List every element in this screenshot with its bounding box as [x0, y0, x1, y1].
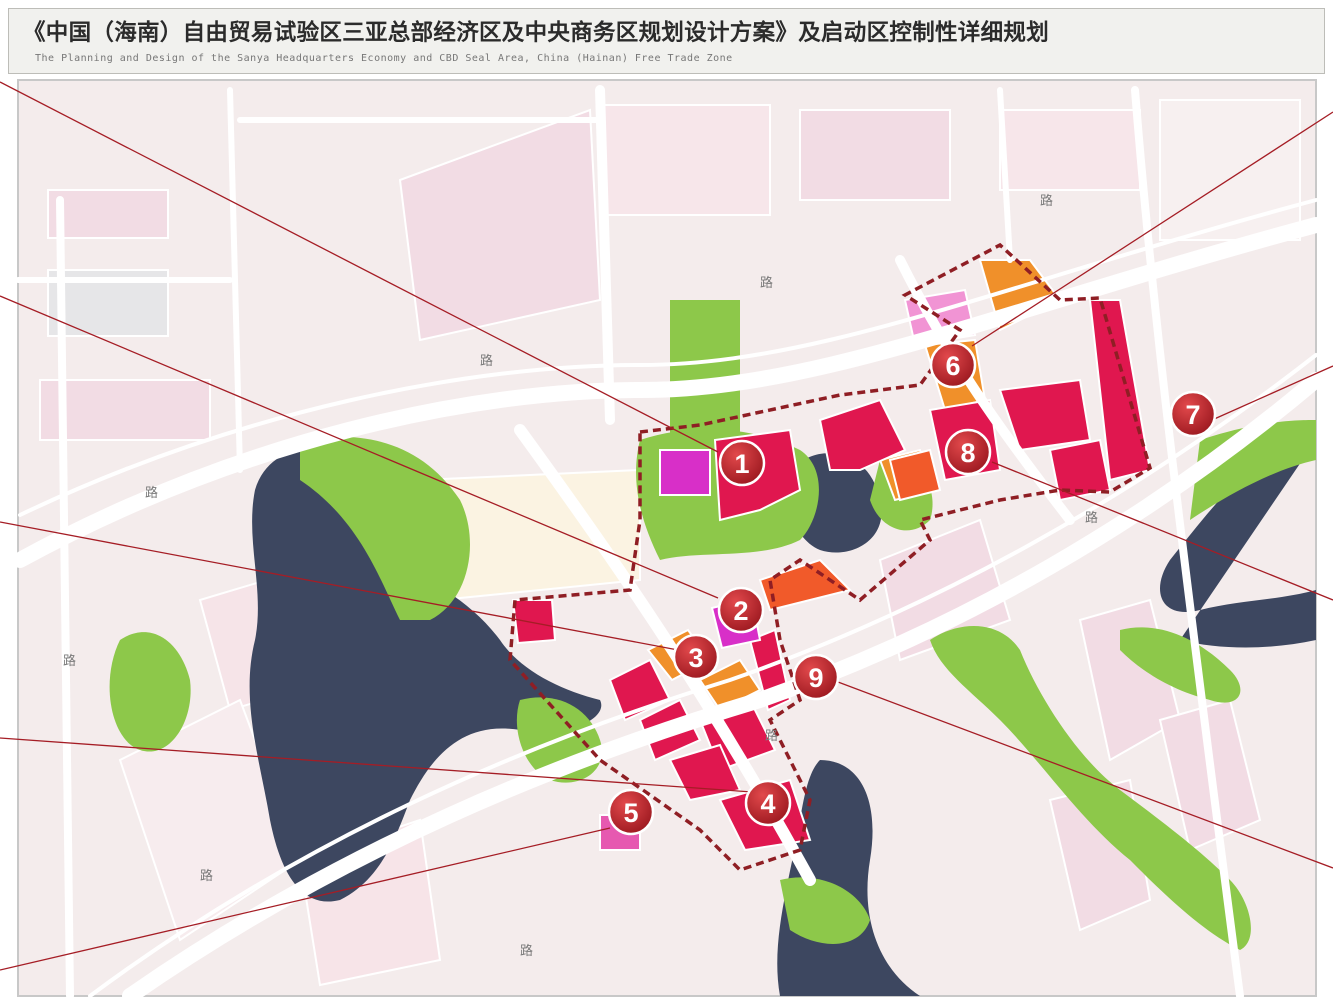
map-marker-9[interactable]: 9: [792, 653, 840, 701]
leader-line-6: [971, 111, 1333, 347]
leader-line-3: [0, 521, 679, 651]
map-marker-8[interactable]: 8: [944, 428, 992, 476]
road-label: 路: [1085, 510, 1098, 526]
road-label: 路: [760, 275, 773, 291]
leader-line-5: [0, 827, 611, 971]
map-marker-4[interactable]: 4: [744, 779, 792, 827]
planning-boundary: [508, 242, 1153, 873]
marker-number: 8: [960, 438, 975, 468]
leader-line-4: [0, 737, 753, 793]
marker-number: 3: [688, 643, 703, 673]
marker-number: 2: [733, 596, 748, 626]
map-title-english: The Planning and Design of the Sanya Hea…: [35, 53, 733, 64]
map-marker-1[interactable]: 1: [718, 439, 766, 487]
map-marker-7[interactable]: 7: [1169, 390, 1217, 438]
marker-number: 1: [734, 449, 749, 479]
leader-line-1: [0, 81, 719, 453]
marker-number: 4: [760, 789, 775, 819]
map-marker-3[interactable]: 3: [672, 633, 720, 681]
road-label: 路: [480, 353, 493, 369]
road-label: 路: [63, 653, 76, 669]
marker-number: 6: [945, 351, 960, 381]
map-marker-5[interactable]: 5: [607, 788, 655, 836]
leader-lines: [0, 81, 1333, 971]
road-label: 路: [1040, 193, 1053, 209]
road-label: 路: [145, 485, 158, 501]
marker-number: 5: [623, 798, 638, 828]
map-title-bar: 《中国（海南）自由贸易试验区三亚总部经济区及中央商务区规划设计方案》及启动区控制…: [8, 8, 1325, 74]
map-marker-2[interactable]: 2: [717, 586, 765, 634]
map-marker-6[interactable]: 6: [929, 341, 977, 389]
marker-number: 7: [1185, 400, 1200, 430]
leader-line-9: [837, 681, 1333, 869]
leader-line-8: [991, 461, 1333, 601]
road-label: 路: [200, 868, 213, 884]
map-title-chinese: 《中国（海南）自由贸易试验区三亚总部经济区及中央商务区规划设计方案》及启动区控制…: [23, 20, 1050, 46]
marker-number: 9: [808, 663, 823, 693]
road-label: 路: [765, 728, 778, 744]
leader-line-2: [0, 295, 719, 599]
map-frame: [17, 79, 1317, 997]
road-label: 路: [520, 943, 533, 959]
leader-line-7: [1211, 365, 1333, 421]
